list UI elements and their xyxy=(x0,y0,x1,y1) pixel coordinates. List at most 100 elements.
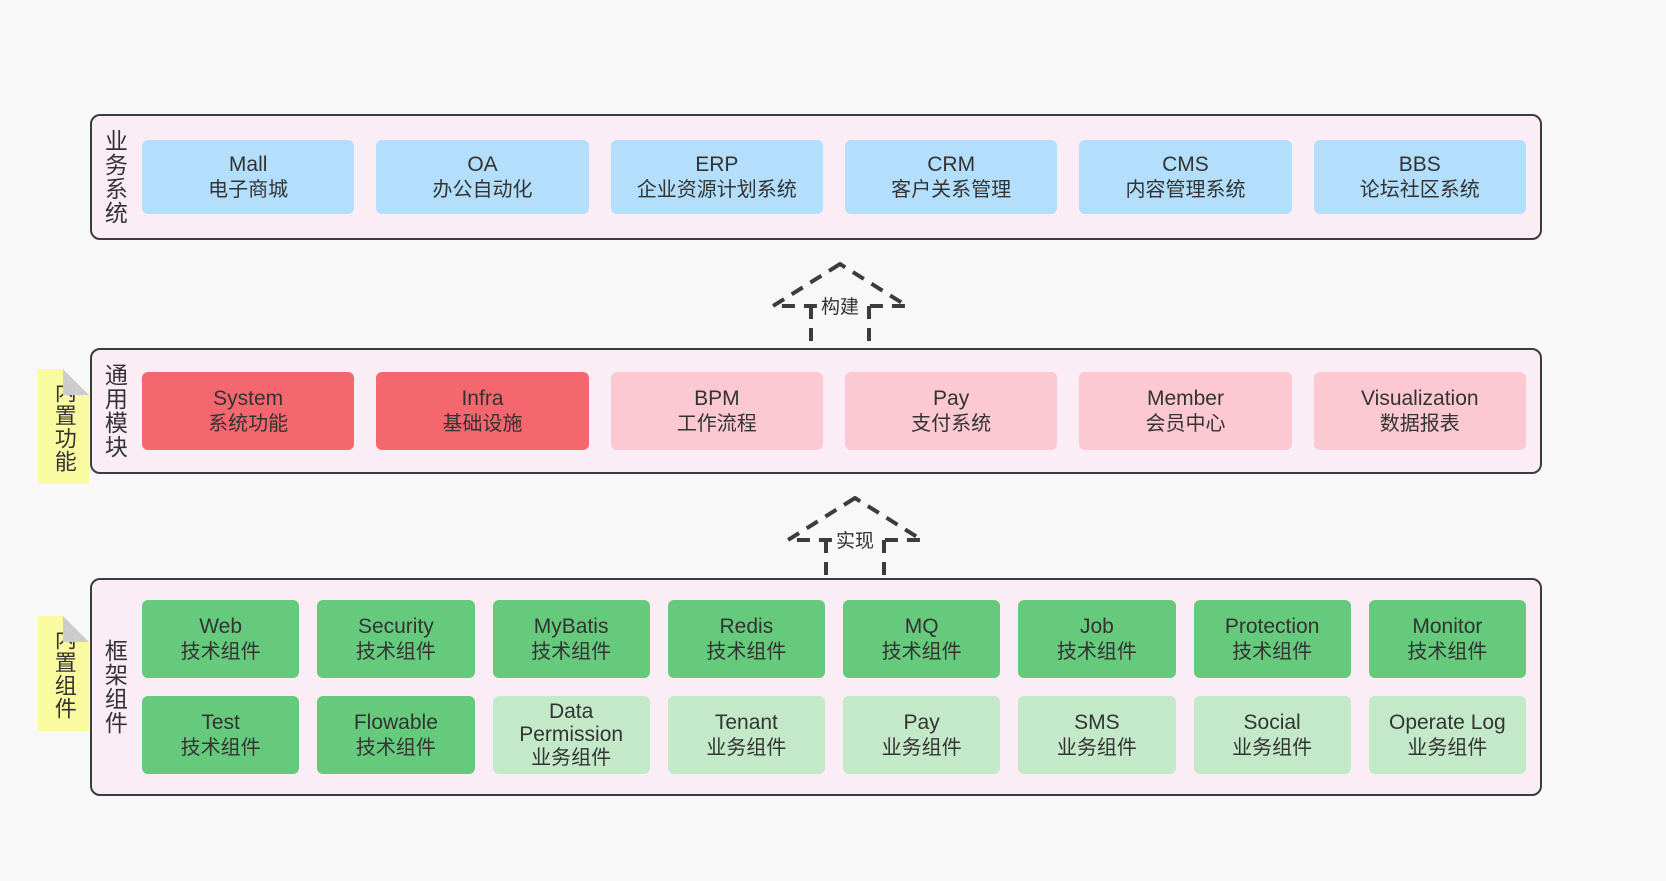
card-job[interactable]: Job 技术组件 xyxy=(1018,600,1176,678)
card-title: Operate Log xyxy=(1388,711,1506,734)
card-subtitle: 业务组件 xyxy=(1056,736,1137,759)
card-title: Flowable xyxy=(353,711,438,734)
card-subtitle: 会员中心 xyxy=(1145,412,1226,435)
card-title: Tenant xyxy=(714,711,778,734)
card-title: Social xyxy=(1243,711,1301,734)
card-title: Data Permission xyxy=(519,699,624,746)
card-title: Job xyxy=(1079,615,1114,638)
card-title: Visualization xyxy=(1361,387,1479,410)
card-bpm[interactable]: BPM 工作流程 xyxy=(610,372,823,450)
card-cms[interactable]: CMS 内容管理系统 xyxy=(1079,140,1292,214)
card-row: Test 技术组件 Flowable 技术组件 Data Permission … xyxy=(142,696,1526,774)
card-system[interactable]: System 系统功能 xyxy=(142,372,355,450)
card-redis[interactable]: Redis 技术组件 xyxy=(667,600,825,678)
card-member[interactable]: Member 会员中心 xyxy=(1079,372,1292,450)
card-title: Test xyxy=(201,711,240,734)
card-subtitle: 技术组件 xyxy=(355,640,436,663)
card-subtitle: 支付系统 xyxy=(911,412,992,435)
card-subtitle: 业务组件 xyxy=(531,746,612,769)
card-title: Pay xyxy=(933,387,970,410)
card-mq[interactable]: MQ 技术组件 xyxy=(843,600,1001,678)
layer-body-common-modules: System 系统功能 Infra 基础设施 BPM 工作流程 Pay 支付系统… xyxy=(136,350,1540,472)
card-title: BBS xyxy=(1398,153,1441,176)
card-title: Web xyxy=(199,615,243,638)
card-subtitle: 基础设施 xyxy=(442,412,523,435)
note-builtin-components: 内置组件 xyxy=(38,616,89,731)
card-title: Security xyxy=(357,615,434,638)
card-infra[interactable]: Infra 基础设施 xyxy=(376,372,589,450)
layer-common-modules: 通用模块 System 系统功能 Infra 基础设施 BPM 工作流程 Pay… xyxy=(90,348,1542,474)
card-subtitle: 技术组件 xyxy=(531,640,612,663)
card-subtitle: 企业资源计划系统 xyxy=(636,178,797,201)
card-title: SMS xyxy=(1074,711,1120,734)
card-subtitle: 技术组件 xyxy=(355,736,436,759)
card-pay[interactable]: Pay 支付系统 xyxy=(844,372,1058,450)
card-social[interactable]: Social 业务组件 xyxy=(1193,696,1351,774)
card-flowable[interactable]: Flowable 技术组件 xyxy=(317,696,475,774)
card-subtitle: 办公自动化 xyxy=(432,178,533,201)
card-protection[interactable]: Protection 技术组件 xyxy=(1193,600,1351,678)
card-test[interactable]: Test 技术组件 xyxy=(142,696,300,774)
layer-title-common-modules: 通用模块 xyxy=(101,363,128,459)
card-data-permission[interactable]: Data Permission 业务组件 xyxy=(492,696,650,774)
card-title: Infra xyxy=(461,387,504,410)
card-mall[interactable]: Mall 电子商城 xyxy=(142,140,355,214)
card-row: Mall 电子商城 OA 办公自动化 ERP 企业资源计划系统 CRM 客户关系… xyxy=(142,140,1526,214)
card-subtitle: 技术组件 xyxy=(1232,640,1313,663)
card-operate-log[interactable]: Operate Log 业务组件 xyxy=(1368,696,1526,774)
card-title: Monitor xyxy=(1412,615,1483,638)
card-title: System xyxy=(213,387,284,410)
note-label: 内置功能 xyxy=(51,380,77,473)
layer-title-framework-components: 框架组件 xyxy=(101,639,128,735)
card-subtitle: 内容管理系统 xyxy=(1125,178,1246,201)
card-title: MyBatis xyxy=(533,615,609,638)
card-pay-component[interactable]: Pay 业务组件 xyxy=(843,696,1001,774)
card-bbs[interactable]: BBS 论坛社区系统 xyxy=(1313,140,1526,214)
connector-implement: 实现 xyxy=(780,492,930,584)
card-security[interactable]: Security 技术组件 xyxy=(317,600,475,678)
card-title: MQ xyxy=(904,615,939,638)
card-subtitle: 客户关系管理 xyxy=(891,178,1012,201)
card-subtitle: 系统功能 xyxy=(208,412,289,435)
card-subtitle: 技术组件 xyxy=(706,640,787,663)
card-mybatis[interactable]: MyBatis 技术组件 xyxy=(492,600,650,678)
card-subtitle: 技术组件 xyxy=(180,736,261,759)
card-subtitle: 论坛社区系统 xyxy=(1359,178,1480,201)
card-subtitle: 业务组件 xyxy=(706,736,787,759)
card-web[interactable]: Web 技术组件 xyxy=(142,600,300,678)
card-subtitle: 技术组件 xyxy=(180,640,261,663)
layer-body-framework-components: Web 技术组件 Security 技术组件 MyBatis 技术组件 Redi… xyxy=(136,580,1540,794)
layer-business-systems: 业务系统 Mall 电子商城 OA 办公自动化 ERP 企业资源计划系统 CRM… xyxy=(90,114,1542,240)
card-tenant[interactable]: Tenant 业务组件 xyxy=(667,696,825,774)
card-subtitle: 业务组件 xyxy=(881,736,962,759)
card-subtitle: 业务组件 xyxy=(1407,736,1488,759)
note-fold-corner xyxy=(63,369,89,395)
layer-body-business-systems: Mall 电子商城 OA 办公自动化 ERP 企业资源计划系统 CRM 客户关系… xyxy=(136,116,1540,238)
note-builtin-features: 内置功能 xyxy=(38,369,89,484)
connector-build-shape xyxy=(771,262,909,350)
card-row: Web 技术组件 Security 技术组件 MyBatis 技术组件 Redi… xyxy=(142,600,1526,678)
connector-implement-shape xyxy=(786,496,924,584)
card-subtitle: 技术组件 xyxy=(1056,640,1137,663)
connector-implement-label: 实现 xyxy=(832,526,878,553)
layer-framework-components: 框架组件 Web 技术组件 Security 技术组件 MyBatis 技术组件… xyxy=(90,578,1542,796)
card-title: BPM xyxy=(694,387,740,410)
card-row: System 系统功能 Infra 基础设施 BPM 工作流程 Pay 支付系统… xyxy=(142,372,1526,450)
card-monitor[interactable]: Monitor 技术组件 xyxy=(1368,600,1526,678)
card-title: CRM xyxy=(927,153,976,176)
card-subtitle: 业务组件 xyxy=(1232,736,1313,759)
card-oa[interactable]: OA 办公自动化 xyxy=(376,140,589,214)
card-sms[interactable]: SMS 业务组件 xyxy=(1018,696,1176,774)
connector-build-label: 构建 xyxy=(817,292,863,319)
card-subtitle: 数据报表 xyxy=(1379,412,1460,435)
card-title: Redis xyxy=(719,615,774,638)
card-crm[interactable]: CRM 客户关系管理 xyxy=(844,140,1058,214)
card-title: Mall xyxy=(228,153,268,176)
card-title: CMS xyxy=(1162,153,1209,176)
card-erp[interactable]: ERP 企业资源计划系统 xyxy=(610,140,823,214)
card-subtitle: 工作流程 xyxy=(676,412,757,435)
card-title: Pay xyxy=(903,711,940,734)
card-visualization[interactable]: Visualization 数据报表 xyxy=(1313,372,1526,450)
card-subtitle: 技术组件 xyxy=(881,640,962,663)
